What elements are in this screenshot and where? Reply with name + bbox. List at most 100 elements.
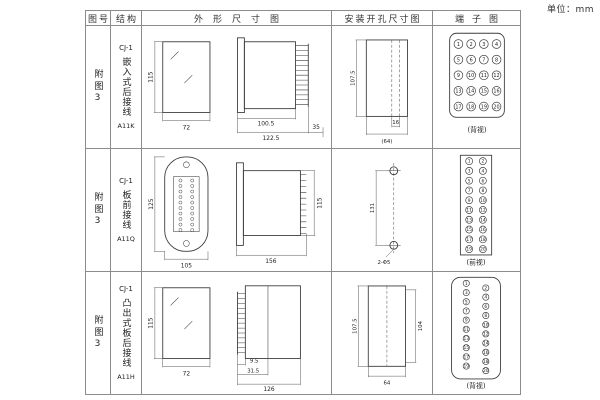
terminal-number: 16 [493,89,499,95]
mounting-cell-2: 131 2-Φ5 [332,149,433,272]
figure-number: 附图3 [92,191,103,229]
header-terminal-diagram: 端子图 [433,11,521,26]
terminal-circle [464,157,473,165]
terminal-circle [478,86,489,96]
terminal-circle [462,307,470,315]
outline-drawing-a11q: 125 105 156 115 [149,156,324,269]
unit-label: 单位：mm [546,5,594,15]
terminal-circle [481,312,489,319]
dim-label: 35 [312,125,320,131]
pin-circle [178,206,183,210]
terminal-number: 5 [456,57,459,63]
terminal-number: 13 [466,217,472,223]
terminal-circle [481,284,489,292]
pin-circle [178,178,183,183]
terminal-circle [464,196,473,205]
dim-label: 72 [183,371,191,377]
front-view [162,41,211,114]
dim-label: 9.5 [250,359,259,365]
relay-model: CJ-1 [119,177,133,185]
dim-label: 72 [183,125,191,131]
pin-circle [190,189,195,194]
header-structure: 结构 [111,11,142,26]
spec-table: 图号 结构 外形尺寸图 安装开孔尺寸图 端子图 附图3 CJ-1 嵌入式后接线 … [85,10,521,395]
terminal-number: 2 [484,286,487,292]
terminal-circle [453,70,463,81]
terminal-number: 19 [463,364,469,370]
pin-circle [190,211,195,216]
pin-circle [178,211,183,216]
terminal-circle [464,235,473,244]
terminal-circle [481,321,489,329]
dim-label: 104 [418,320,424,331]
terminal-number: 7 [482,57,485,63]
terminal-circle [481,339,489,347]
terminal-circle [478,70,489,81]
terminal-number: 19 [480,104,486,110]
terminal-circle [478,245,487,253]
terminal-number: 11 [480,73,486,79]
terminal-circle [453,86,463,96]
terminal-number: 7 [467,188,470,194]
terminal-number: 14 [480,217,486,223]
dim-label: 64 [383,380,390,386]
terminal-number: 13 [463,336,469,342]
front-view [164,156,209,252]
dim-label: 115 [148,71,154,82]
terminal-number: 13 [455,89,461,95]
terminal-circle [478,186,487,195]
terminal-number: 12 [483,331,489,337]
terminal-number: 19 [466,247,472,253]
terminal-number: 6 [469,57,472,63]
terminal-number: 3 [464,290,467,296]
header-figure-no: 图号 [86,11,111,26]
terminal-number: 15 [480,89,486,95]
dimension-lines [374,170,394,258]
terminal-circle [478,157,487,165]
terminal-number: 20 [483,368,489,374]
view-label: (背视) [466,381,485,390]
terminal-circle [464,225,473,234]
terminal-number: 14 [468,89,474,95]
terminal-circle [453,101,463,112]
figure-number: 附图3 [92,68,103,106]
terminal-block-outline [459,154,492,256]
terminal-circle [462,353,470,361]
dim-label: 100.5 [258,121,275,127]
dim-label: 107.5 [352,318,358,333]
dim-label: 156 [265,259,276,265]
dim-label: 115 [148,317,154,328]
terminal-number: 10 [480,198,486,204]
mounting-drawing-a11h: 107.5 104 64 [352,285,424,386]
terminal-circle [481,367,489,375]
terminal-block-outline [450,276,501,380]
pin-circle [178,228,183,232]
terminal-number: 16 [480,227,486,233]
terminal-number: 5 [464,299,467,305]
terminal-number: 6 [481,178,484,184]
terminal-circle [478,215,487,224]
pin-circle [178,189,183,194]
structure-cell-2: CJ-1 板前接线 A11Q [111,149,142,272]
structure-cell-3: CJ-1 凸出式板后接线 A11H [111,272,142,395]
terminal-circle [481,357,489,365]
side-view [237,37,309,114]
terminal-number: 20 [493,104,499,110]
dim-label: 131 [370,203,376,213]
terminal-circle [464,167,473,175]
terminal-circle [478,176,487,185]
terminal-number: 1 [467,159,470,165]
terminal-circle [462,279,470,287]
pin-grid [178,178,195,232]
pin-circle [190,200,195,205]
mounting-drawing-a11q: 131 2-Φ5 [370,162,401,266]
pin-circle [190,206,195,210]
dimension-lines [357,285,416,378]
view-label: (前视) [466,258,485,267]
dimension-lines [355,39,408,136]
terminal-circle [465,101,476,112]
